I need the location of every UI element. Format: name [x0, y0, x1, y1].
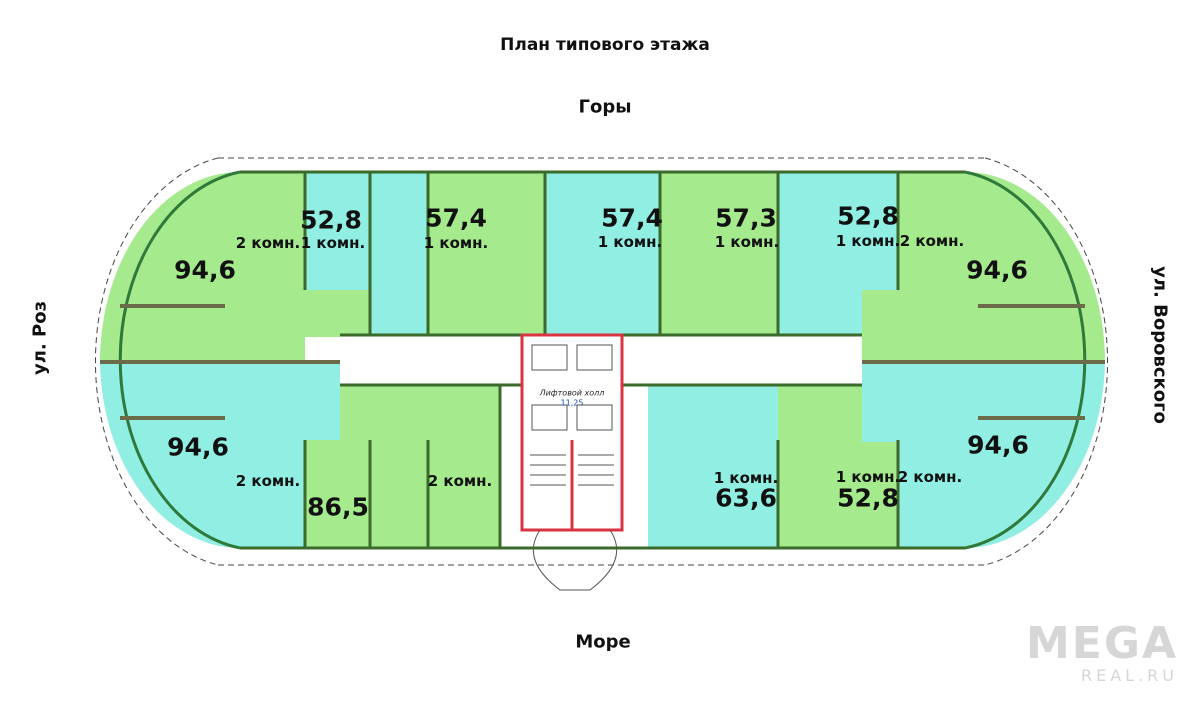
- watermark-logo: MEGA REAL.RU: [1025, 618, 1178, 686]
- watermark-brand: MEGA: [1025, 618, 1178, 669]
- elevator-stair-core: [520, 333, 624, 532]
- outer-dashed-outline: [94, 157, 1109, 566]
- apartment-area: 94,6: [966, 255, 1028, 285]
- elevator-hall-label: Лифтовой холл: [539, 388, 605, 398]
- apartment-area: 57,3: [715, 203, 777, 233]
- orientation-bottom: Море: [575, 631, 631, 653]
- apartment-area: 94,6: [967, 430, 1029, 460]
- apartment-rooms: 1 комн.: [713, 469, 779, 487]
- apartment-area: 94,6: [174, 255, 236, 285]
- street-left: ул. Роз: [29, 300, 51, 376]
- stairs: [530, 454, 614, 486]
- apartment-rooms: 1 комн.: [714, 233, 780, 251]
- apartment-fill-left-top: [100, 172, 305, 362]
- apartment-rooms: 2 комн.: [899, 232, 965, 250]
- apartment-rooms: 2 комн.: [235, 234, 301, 252]
- street-right: ул. Воровского: [1149, 266, 1171, 424]
- apartment-rooms: 1 комн.: [835, 468, 901, 486]
- apartment-area: 52,8: [300, 205, 362, 235]
- apartment-rooms: 1 комн.: [835, 232, 901, 250]
- apartment-rooms: 1 комн.: [300, 234, 366, 252]
- apartment-area: 86,5: [307, 492, 369, 522]
- elevator-hall-area: 11,25: [560, 398, 584, 408]
- apartment-area: 57,4: [601, 203, 663, 233]
- apartment-area: 63,6: [715, 483, 777, 513]
- apartment-rooms: 1 комн.: [423, 234, 489, 252]
- apartment-fill-right-bottom: [898, 362, 1105, 548]
- orientation-top: Горы: [578, 96, 632, 118]
- apartment-fill-right-top: [898, 172, 1105, 362]
- apartment-rooms: 2 комн.: [235, 472, 301, 490]
- apartment-rooms: 2 комн.: [897, 468, 963, 486]
- apartment-area: 52,8: [837, 201, 899, 231]
- apartment-fill-left-bottom: [100, 362, 305, 548]
- apartment-area: 57,4: [425, 203, 487, 233]
- apartment-area: 94,6: [167, 432, 229, 462]
- apartment-rooms: 2 комн.: [427, 472, 493, 490]
- watermark-site: REAL.RU: [1081, 666, 1178, 685]
- apartment-area: 52,8: [837, 483, 899, 513]
- page-title: План типового этажа: [500, 35, 710, 55]
- apartment-rooms: 1 комн.: [597, 233, 663, 251]
